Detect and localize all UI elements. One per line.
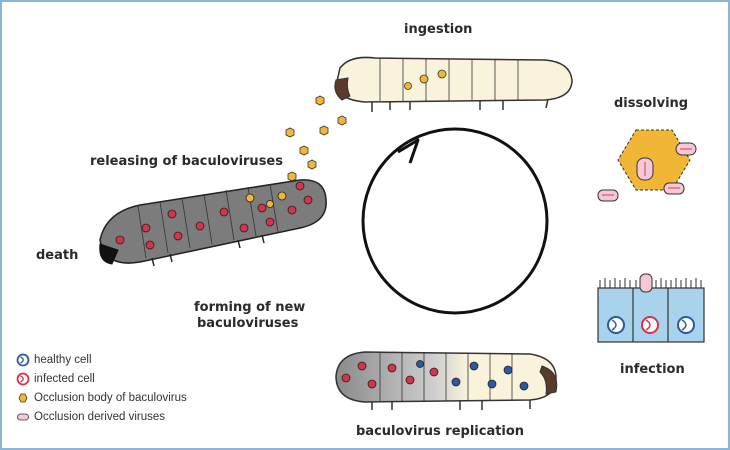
legend-item-healthy-cell: healthy cell	[16, 350, 266, 369]
legend-label-infected-cell: infected cell	[34, 373, 95, 385]
stage-label-forming-line1: forming of new	[194, 300, 305, 316]
stage-label-releasing: releasing of baculoviruses	[90, 154, 283, 170]
legend-label-occlusion-body: Occlusion body of baculovirus	[34, 392, 187, 404]
legend-item-occlusion-body: Occlusion body of baculovirus	[16, 388, 266, 407]
occlusion-body-icon	[16, 391, 30, 405]
stage-label-dissolving: dissolving	[614, 96, 688, 112]
legend-label-occlusion-derived-virus: Occlusion derived viruses	[34, 411, 165, 423]
infected-cell-icon	[16, 372, 30, 386]
released-occlusion-bodies	[286, 96, 346, 181]
stage-label-death: death	[36, 248, 78, 264]
legend-label-healthy-cell: healthy cell	[34, 354, 92, 366]
stage-label-replication: baculovirus replication	[356, 424, 524, 440]
healthy-cell-icon	[16, 353, 30, 367]
stage-label-forming-line2: baculoviruses	[197, 316, 298, 332]
stage-label-ingestion: ingestion	[404, 22, 472, 38]
larva-replication	[336, 352, 557, 410]
larva-ingestion	[335, 57, 572, 112]
legend: healthy cell infected cell Occlusion bod…	[16, 350, 266, 426]
stage-label-infection: infection	[620, 362, 685, 378]
legend-item-occlusion-derived-virus: Occlusion derived viruses	[16, 407, 266, 426]
cycle-arrow	[363, 129, 547, 313]
dissolving-occlusion-body	[598, 130, 696, 201]
gut-epithelium	[598, 274, 704, 342]
legend-item-infected-cell: infected cell	[16, 369, 266, 388]
larva-dead	[100, 180, 326, 266]
occlusion-derived-virus-icon	[16, 410, 30, 424]
